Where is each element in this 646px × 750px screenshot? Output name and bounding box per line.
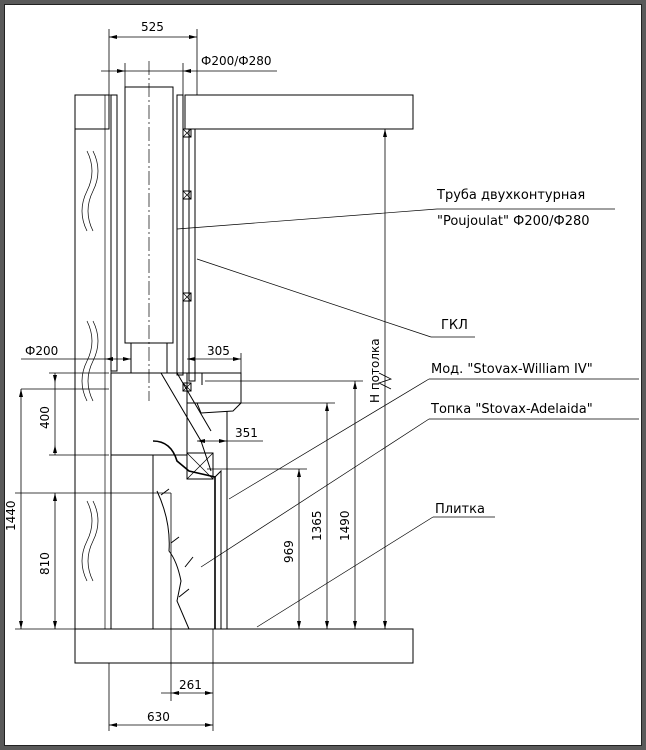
dim-305: 305	[187, 344, 242, 373]
dim-969-label: 969	[282, 540, 296, 563]
label-gkl: ГКЛ	[441, 318, 468, 333]
firebox	[110, 411, 228, 630]
leader-lines	[176, 208, 639, 628]
dim-1490-label: 1490	[338, 510, 352, 541]
dim-pipe-diameter: Ф200/Ф280	[101, 54, 277, 95]
dim-525-label: 525	[141, 20, 164, 34]
fireplace-section-drawing: 525 Ф200/Ф280 Ф200 305 351 400	[5, 20, 639, 731]
ceiling-slab	[74, 94, 414, 130]
dim-351-label: 351	[235, 426, 258, 440]
label-pipe-line2: "Poujoulat" Ф200/Ф280	[437, 214, 590, 229]
label-firebox: Топка "Stovax-Adelaida"	[430, 402, 593, 417]
dim-pipe-diameter-label: Ф200/Ф280	[201, 54, 272, 68]
dim-right-verticals: 969 1365 1490 H потолка	[205, 129, 393, 629]
label-tile: Плитка	[435, 502, 485, 517]
dim-400-label: 400	[38, 406, 52, 429]
dim-305-label: 305	[207, 344, 230, 358]
dim-200-label: Ф200	[25, 344, 58, 358]
dim-261-label: 261	[179, 678, 202, 692]
label-pipe-line1: Труба двухконтурная	[436, 188, 585, 203]
gkl-board	[182, 128, 205, 392]
dim-810-label: 810	[38, 552, 52, 575]
dim-351: 351	[197, 426, 263, 443]
dim-525: 525	[108, 20, 198, 95]
dim-1440-label: 1440	[5, 500, 18, 531]
chimney-pipe	[110, 61, 184, 401]
dim-1365-label: 1365	[310, 510, 324, 541]
label-model: Мод. "Stovax-William IV"	[431, 362, 593, 377]
drawing-frame: 525 Ф200/Ф280 Ф200 305 351 400	[4, 4, 642, 746]
dim-left-verticals: 400 1440 810	[5, 372, 171, 630]
back-wall	[74, 94, 112, 630]
floor-slab	[74, 628, 414, 664]
dim-bottom: 261 630	[108, 493, 214, 731]
dim-630-label: 630	[147, 710, 170, 724]
dim-200: Ф200	[21, 344, 131, 361]
dim-ceiling-label: H потолка	[368, 338, 382, 403]
